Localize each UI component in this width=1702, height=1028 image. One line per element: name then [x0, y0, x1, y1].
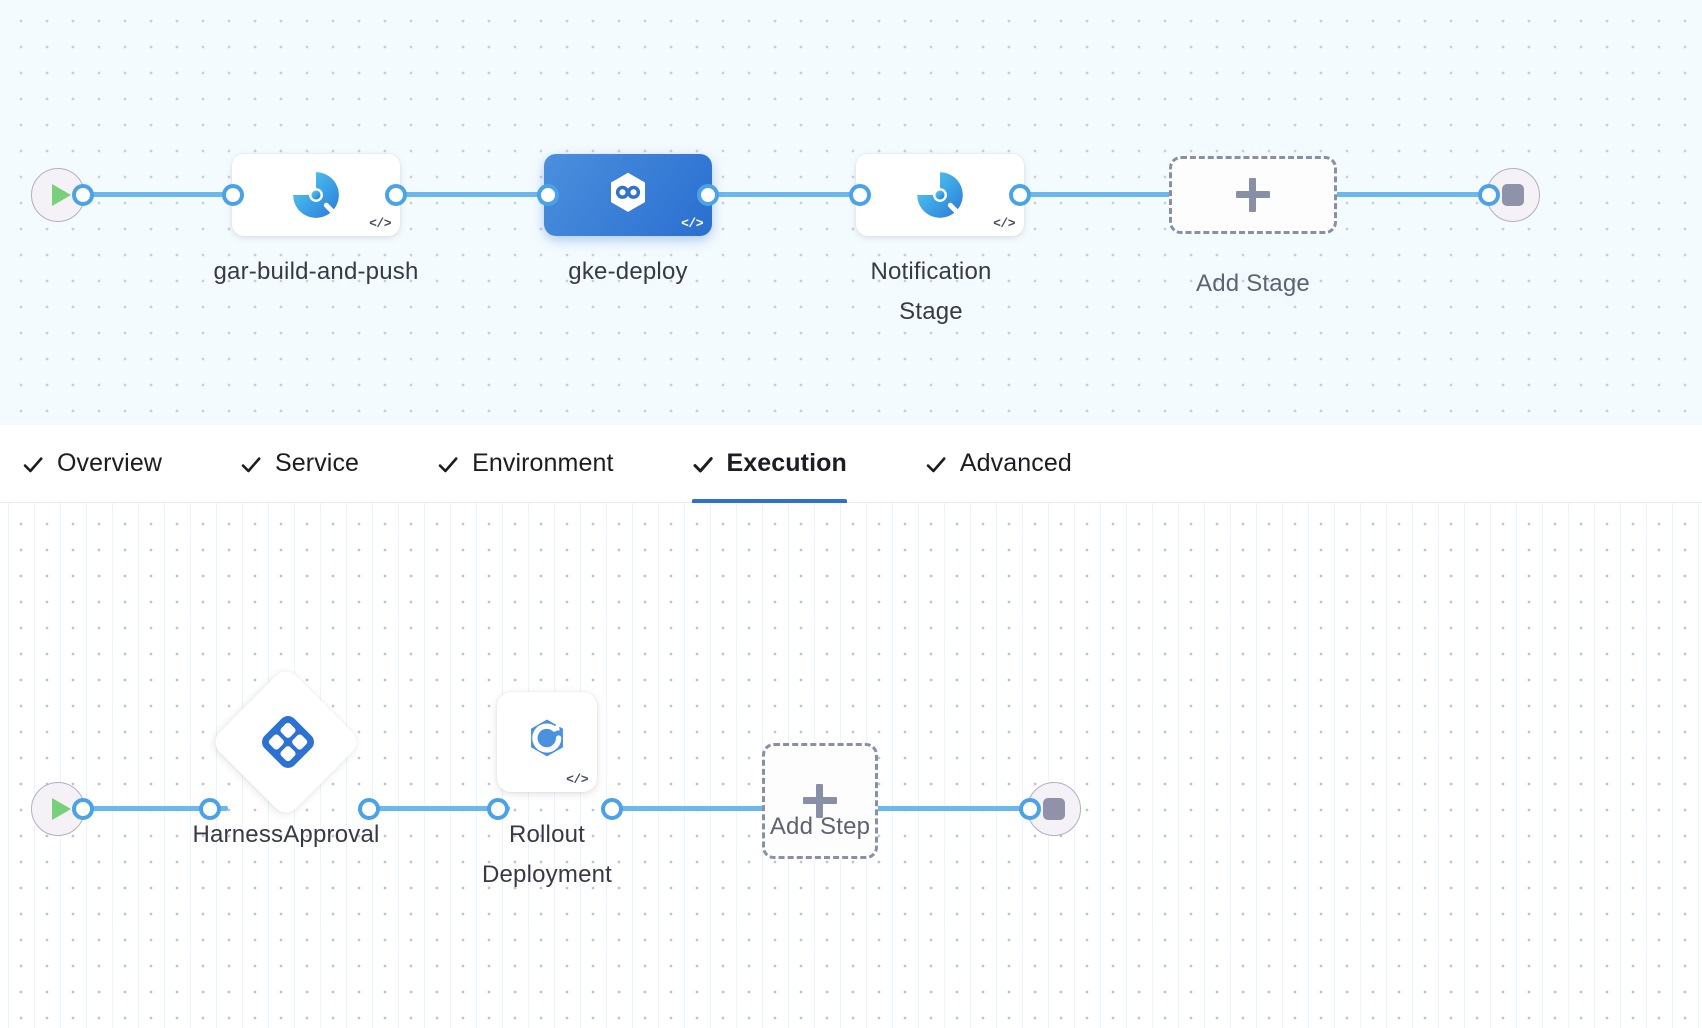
stage-connector-1	[78, 192, 243, 197]
tab-label: Advanced	[959, 449, 1072, 477]
rollout-deployment-icon	[531, 719, 563, 757]
plus-icon	[803, 784, 837, 818]
check-icon	[22, 454, 44, 476]
play-icon	[51, 184, 71, 206]
code-icon[interactable]: </>	[993, 216, 1015, 231]
ci-build-icon	[916, 171, 965, 220]
cd-deploy-icon	[611, 172, 645, 212]
check-icon	[437, 454, 459, 476]
stage-connector-3	[700, 192, 868, 197]
step-label-rollout-deployment: Rollout Deployment	[481, 821, 613, 888]
tab-label: Overview	[57, 449, 162, 477]
tab-label: Service	[275, 449, 360, 477]
stage-port-3-out[interactable]	[1009, 184, 1031, 206]
check-icon	[925, 454, 947, 476]
code-icon[interactable]: </>	[681, 216, 703, 231]
stage-node-notification-stage[interactable]: </>	[856, 154, 1024, 236]
stage-connector-2	[388, 192, 558, 197]
step-port-2-out[interactable]	[601, 798, 623, 820]
stage-port-end-in[interactable]	[1478, 184, 1500, 206]
stage-node-gke-deploy[interactable]: </>	[544, 154, 712, 236]
stage-config-tabs: Overview Service Environment Execution A	[0, 425, 1702, 503]
stage-port-start-out[interactable]	[72, 184, 94, 206]
step-connector-3	[610, 806, 770, 811]
tab-execution[interactable]: Execution	[691, 425, 848, 503]
stage-label-gke-deploy: gke-deploy	[568, 258, 688, 285]
stop-icon	[1502, 184, 1524, 206]
tab-label: Environment	[472, 449, 614, 477]
harness-approval-icon	[260, 714, 316, 770]
stage-port-2-out[interactable]	[697, 184, 719, 206]
tab-advanced[interactable]: Advanced	[925, 425, 1072, 503]
play-icon	[51, 798, 71, 820]
stage-connector-5	[1325, 192, 1500, 197]
step-label-harnessapproval: HarnessApproval	[192, 821, 380, 848]
stage-port-1-out[interactable]	[385, 184, 407, 206]
add-step-button[interactable]	[762, 743, 878, 859]
stage-port-3-in[interactable]	[849, 184, 871, 206]
check-icon	[692, 454, 714, 476]
tab-label: Execution	[726, 449, 847, 477]
step-port-1-out[interactable]	[358, 798, 380, 820]
step-port-end-in[interactable]	[1019, 798, 1041, 820]
step-connector-1	[78, 806, 228, 811]
stage-port-2-in[interactable]	[537, 184, 559, 206]
step-port-1-in[interactable]	[199, 798, 221, 820]
step-connector-2	[370, 806, 510, 811]
stage-graph-canvas[interactable]: </> gar-build-and-push </> gke-deploy	[0, 0, 1702, 425]
stage-label-notification-stage: Notification Stage	[870, 258, 992, 325]
plus-icon	[1236, 178, 1270, 212]
stage-label-gar-build-and-push: gar-build-and-push	[213, 258, 419, 285]
add-stage-label: Add Stage	[1196, 270, 1310, 297]
step-port-start-out[interactable]	[72, 798, 94, 820]
check-icon	[240, 454, 262, 476]
execution-graph-canvas[interactable]: HarnessApproval </> Rollout Deployment A…	[0, 503, 1702, 1028]
add-stage-button[interactable]	[1169, 156, 1337, 234]
code-icon[interactable]: </>	[566, 772, 588, 787]
code-icon[interactable]: </>	[369, 216, 391, 231]
tab-environment[interactable]: Environment	[437, 425, 613, 503]
stage-connector-4	[1012, 192, 1192, 197]
tab-service[interactable]: Service	[240, 425, 359, 503]
add-step-label: Add Step	[769, 813, 871, 840]
step-port-2-in[interactable]	[487, 798, 509, 820]
ci-build-icon	[292, 171, 341, 220]
step-node-rollout-deployment[interactable]: </>	[497, 692, 597, 792]
tab-overview[interactable]: Overview	[22, 425, 162, 503]
stop-icon	[1043, 798, 1065, 820]
stage-port-1-in[interactable]	[222, 184, 244, 206]
stage-node-gar-build-and-push[interactable]: </>	[232, 154, 400, 236]
step-connector-4	[872, 806, 1042, 811]
